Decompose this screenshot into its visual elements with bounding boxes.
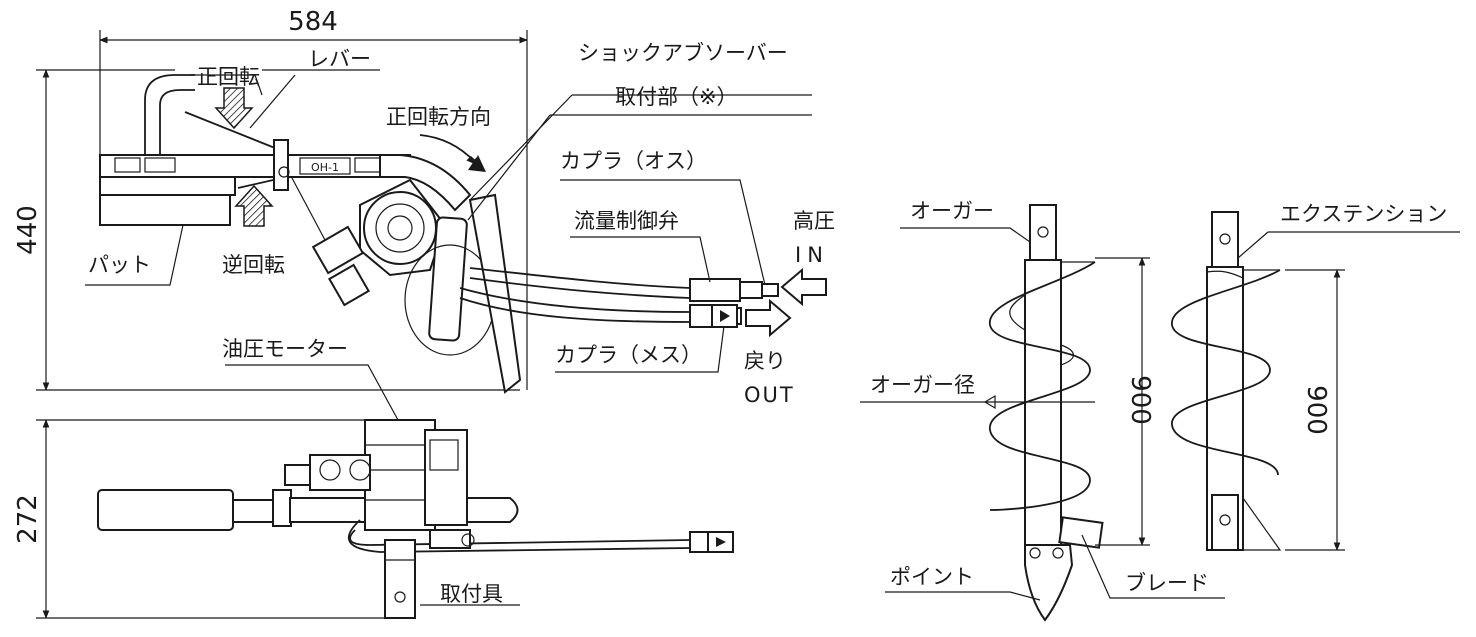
lever	[184, 111, 286, 153]
dimension-height-top: 440	[13, 69, 520, 391]
hydraulic-motor-top	[311, 225, 365, 275]
label-coupler-male: カプラ（オス）	[560, 149, 707, 173]
leader-shock-absorber	[469, 94, 812, 201]
pad-block	[99, 176, 236, 196]
label-return: 戻り	[744, 349, 786, 373]
label-mount-part: 取付部（※）	[615, 85, 738, 109]
label-extension: エクステンション	[1280, 202, 1447, 226]
auger-flighting	[989, 261, 1096, 511]
label-mount-fixture: 取付具	[440, 582, 503, 606]
label-reverse-rotation: 逆回転	[222, 253, 285, 277]
leader-coupler-male	[560, 179, 766, 286]
label-forward-direction: 正回転方向	[386, 105, 491, 129]
auger-blade	[1058, 516, 1104, 549]
upper-handle	[144, 74, 195, 160]
label-blade: ブレード	[1125, 571, 1209, 595]
dimension-440-label: 440	[13, 205, 43, 255]
leader-mount	[467, 114, 812, 221]
model-plate-text: OH-1	[311, 161, 339, 174]
leader-lever	[249, 69, 380, 129]
dimension-width-top: 584	[99, 7, 528, 390]
extension-view: 900 エクステンション	[1171, 202, 1460, 551]
side-view: 272 油圧モーター 取付具	[13, 337, 734, 619]
reverse-rotation-arrow	[234, 184, 274, 227]
flow-control-valve	[689, 278, 741, 302]
auger-view: 900 オーガー オーガー径 ポイント ブレード	[860, 199, 1225, 622]
extension-socket	[1211, 494, 1239, 551]
high-pressure-hose	[469, 267, 691, 289]
return-hose	[459, 287, 691, 313]
leader-coupler-female	[555, 325, 725, 373]
leader-extension	[1237, 231, 1460, 259]
extension-connector	[1211, 211, 1239, 268]
label-lever: レバー	[308, 47, 371, 71]
leader-point	[885, 591, 1041, 601]
dimension-extension-900: 900	[1301, 385, 1331, 435]
auger-point	[1024, 544, 1074, 622]
male-coupler	[761, 283, 779, 297]
auger-connector	[1029, 204, 1057, 261]
out-arrow	[745, 298, 792, 338]
forward-rotation-arrow	[214, 87, 254, 130]
in-arrow	[780, 267, 827, 307]
label-auger: オーガー	[910, 199, 994, 223]
label-forward-rotation: 正回転	[197, 65, 260, 89]
dimension-272-label: 272	[13, 494, 43, 544]
dimension-584-label: 584	[288, 7, 338, 37]
label-out: OUT	[744, 383, 795, 407]
label-flow-valve: 流量制御弁	[574, 209, 679, 233]
label-auger-diameter: オーガー径	[870, 373, 975, 397]
mount-fixture	[384, 539, 416, 619]
top-view: 584 440 OH-1	[13, 7, 835, 407]
dimension-auger-900: 900	[1125, 375, 1155, 425]
label-pad: パット	[88, 253, 151, 277]
model-plate	[299, 157, 351, 175]
dimension-height-bottom: 272	[13, 419, 385, 619]
gear-flange	[363, 191, 437, 265]
label-high-pressure: 高圧	[793, 209, 835, 233]
label-hydraulic-motor: 油圧モーター	[222, 337, 348, 361]
leader-forward-rotation	[190, 74, 263, 96]
label-coupler-female: カプラ（メス）	[555, 343, 702, 367]
label-in: IN	[795, 243, 829, 267]
mount-plate	[428, 216, 468, 342]
leader-flow-valve	[570, 236, 711, 283]
leader-pad	[85, 224, 184, 286]
label-shock-absorber: ショックアブソーバー	[578, 41, 788, 65]
extension-flighting	[1171, 269, 1281, 476]
leader-hydraulic-motor	[225, 364, 399, 421]
leader-blade	[1081, 534, 1225, 599]
side-grip	[97, 489, 234, 531]
female-coupler	[736, 307, 742, 325]
label-point: ポイント	[890, 565, 974, 589]
leader-auger	[900, 227, 1031, 243]
